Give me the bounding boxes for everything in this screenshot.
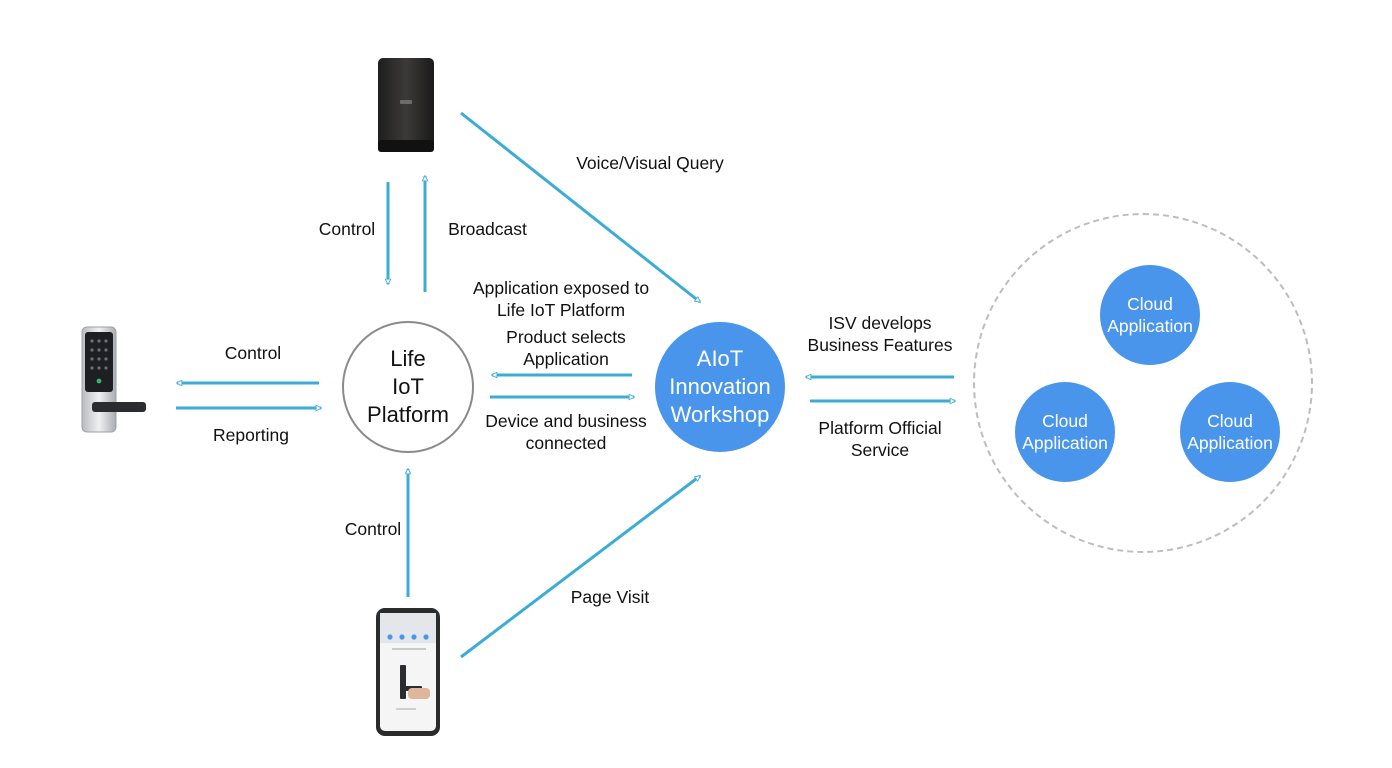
label-line: Application exposed to — [472, 278, 650, 298]
edge-label-speaker-control: Control — [318, 219, 376, 239]
cloud-application-cluster — [973, 213, 1313, 553]
cloud-application-node: Cloud Application — [1180, 382, 1280, 482]
edge-label-device-connected: Device and business connected — [471, 410, 661, 454]
label-line: Life IoT Platform — [496, 300, 626, 320]
label-line: connected — [525, 433, 607, 453]
cloud-application-node: Cloud Application — [1015, 382, 1115, 482]
arrow-voice-visual-query — [460, 111, 700, 304]
node-label-line: Cloud — [1127, 294, 1173, 314]
edge-label-app-exposed: Application exposed to Life IoT Platform — [456, 277, 666, 321]
edge-label-speaker-broadcast: Broadcast — [448, 219, 527, 239]
label-line: Service — [850, 440, 910, 460]
label-line: Platform Official — [818, 418, 942, 438]
life-iot-platform-node: Life IoT Platform — [342, 321, 474, 453]
smart-door-lock-icon — [81, 326, 146, 433]
node-label-line: Life — [390, 346, 426, 371]
node-label-line: Innovation — [669, 374, 771, 399]
label-line: Application — [523, 349, 609, 369]
node-label-line: Cloud — [1207, 411, 1253, 431]
node-label-line: Application — [1022, 433, 1108, 453]
node-label-line: Platform — [367, 402, 449, 427]
node-label-line: Workshop — [670, 402, 770, 427]
edge-label-lock-control: Control — [224, 343, 282, 363]
label-line: ISV develops — [828, 313, 932, 333]
edge-label-page-visit: Page Visit — [570, 587, 650, 607]
edge-label-phone-control: Control — [344, 519, 402, 539]
label-line: Device and business — [485, 411, 647, 431]
label-line: Business Features — [807, 335, 953, 355]
node-label-line: Application — [1187, 433, 1273, 453]
label-line: Product selects — [506, 327, 626, 347]
node-label-line: IoT — [392, 374, 424, 399]
aiot-innovation-workshop-node: AIoT Innovation Workshop — [655, 322, 785, 452]
node-label-line: Application — [1107, 316, 1193, 336]
cloud-application-node: Cloud Application — [1100, 265, 1200, 365]
node-label-line: Cloud — [1042, 411, 1088, 431]
smart-speaker-icon — [378, 58, 434, 152]
edge-label-lock-reporting: Reporting — [213, 425, 289, 445]
smartphone-icon — [376, 608, 440, 736]
edge-label-platform-official: Platform Official Service — [800, 417, 960, 461]
node-label-line: AIoT — [696, 346, 744, 371]
edge-label-isv-develops: ISV develops Business Features — [795, 312, 965, 356]
edge-label-voice-visual-query: Voice/Visual Query — [576, 153, 724, 173]
edge-label-product-selects: Product selects Application — [486, 326, 646, 370]
arrow-page-visit — [460, 474, 700, 659]
